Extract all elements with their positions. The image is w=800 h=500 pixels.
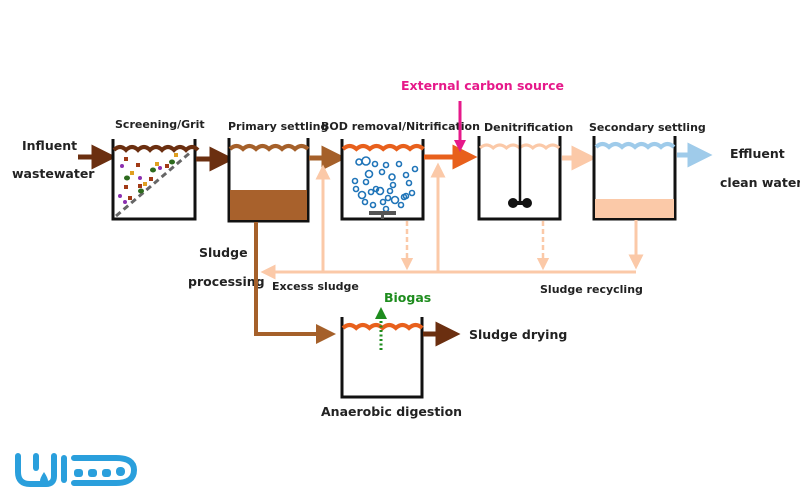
influent-label: Influent [22,138,77,153]
air-bubble [357,190,367,200]
air-bubble [389,181,397,189]
effluent-label: Effluent [730,146,785,161]
stage-label-screening: Screening/Grit [115,118,205,131]
air-bubble [402,192,410,200]
screen-bar [115,149,193,218]
air-bubbles [351,156,419,213]
air-bubble [390,195,400,205]
tank-denitrification [477,136,562,221]
effluent-label-2: clean water [720,175,800,190]
air-bubble [386,187,394,195]
air-bubble [379,198,387,206]
sludge-processing-label-2: processing [188,274,265,289]
air-bubble [361,198,369,206]
water-surface [341,323,424,331]
external-carbon-label: External carbon source [401,78,564,93]
excess-sludge-label: Excess sludge [272,280,359,293]
air-bubble [378,168,386,176]
air-bubble [364,169,374,179]
air-bubble [397,201,405,209]
biogas-label: Biogas [384,290,431,305]
air-bubble [362,178,370,186]
sludge-processing-label: Sludge [199,245,248,260]
air-bubble [405,179,413,187]
sludge-processing-arrow [254,222,336,344]
tank-secondary-settling [592,136,677,221]
air-bubble [352,185,360,193]
influent-label-2: wastewater [12,166,95,181]
sludge-layer [595,199,674,218]
stage-label-bod: BOD removal/Nitrification [321,120,480,133]
air-bubble [371,160,379,168]
air-bubble [367,188,375,196]
anaerobic-digestion-label: Anaerobic digestion [321,404,462,419]
water-surface [341,144,425,152]
air-bubble [375,186,385,196]
sludge-layer [230,190,307,220]
grit-particles [118,153,178,204]
water-surface [228,144,310,152]
water-surface [112,145,200,153]
air-bubble [382,161,390,169]
stage-label-secondary: Secondary settling [589,121,706,134]
tank-bod-removal [340,139,425,221]
water-surface [594,142,676,150]
air-bubble [408,189,416,197]
tank-screening [111,139,200,221]
air-bubble [388,173,396,181]
air-bubble [411,165,419,173]
sludge-drying-label: Sludge drying [469,327,567,342]
air-bubble [395,160,403,168]
air-bubble [351,177,359,185]
stage-label-primary: Primary settling [228,120,328,133]
sludge-recycle-lines [260,162,644,280]
air-bubble [384,194,392,202]
air-bubble [402,171,410,179]
stage-label-denitrification: Denitrification [484,121,573,134]
tank-primary-settling [227,138,310,223]
sludge-recycling-label: Sludge recycling [540,283,643,296]
diffuser [369,211,396,215]
tank-anaerobic-digestion [340,307,424,399]
wido-logo [15,453,138,487]
air-bubble [369,201,377,209]
air-bubble [361,156,371,166]
